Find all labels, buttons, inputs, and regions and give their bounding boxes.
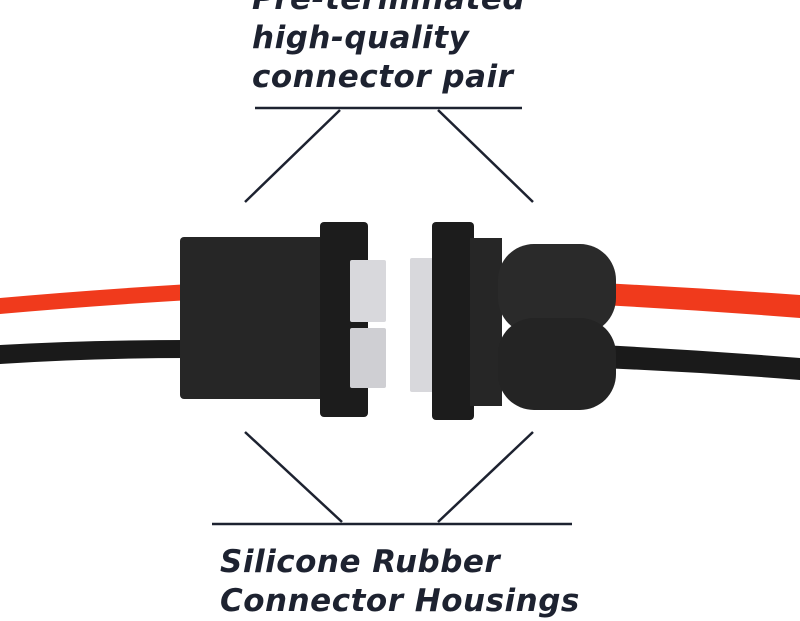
top-caption-line-2: high-quality: [252, 20, 470, 56]
connector-photo: [0, 106, 800, 526]
callout-lines: [212, 106, 572, 526]
top-caption: Pre-terminated high-quality connector pa…: [252, 0, 525, 97]
right-wires: [600, 283, 800, 380]
top-caption-line-3: connector pair: [252, 59, 514, 95]
bottom-caption-line-2: Connector Housings: [220, 583, 580, 619]
bottom-caption-line-1: Silicone Rubber: [220, 544, 501, 580]
left-wires: [0, 284, 190, 364]
left-connector: [180, 222, 386, 417]
right-connector: [410, 222, 616, 420]
top-caption-line-1: Pre-terminated: [252, 0, 525, 19]
bottom-caption: Silicone Rubber Connector Housings: [220, 543, 580, 621]
